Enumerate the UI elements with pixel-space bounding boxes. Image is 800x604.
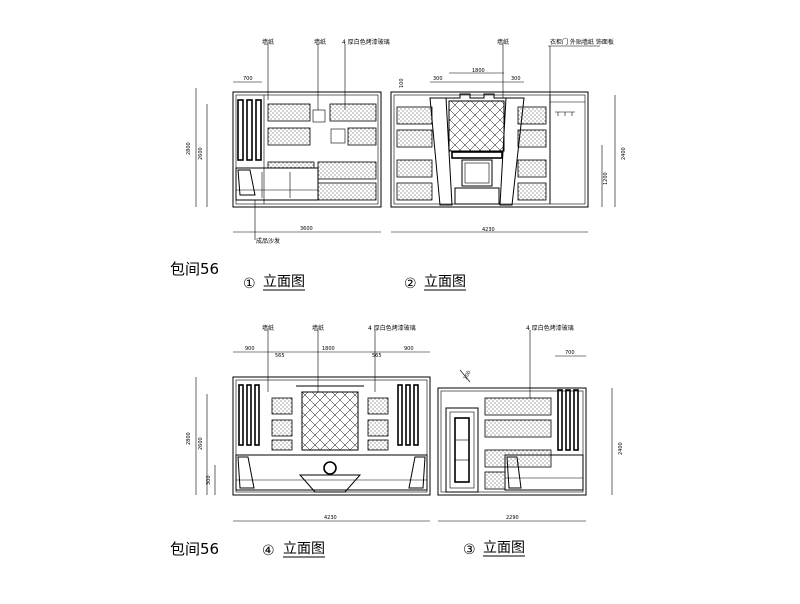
e2-dim-top-right: 300: [511, 76, 521, 82]
e1-dim-top: 700: [243, 76, 253, 82]
e2-outline: [390, 91, 589, 208]
e4-dim-bottom: 4230: [324, 515, 337, 521]
e1-note-a: 墙纸: [262, 38, 274, 46]
e1-frame-mid: [330, 128, 346, 144]
e4-stripes-right: [397, 384, 419, 446]
e4-dimensions: 900 565 1800 565 900 4230 2800 2600 300: [186, 346, 430, 522]
e2-leaders: 墙纸 衣柜门 外贴墙纸 饰面板: [497, 38, 614, 102]
e1-dim-top-small: 100: [399, 78, 405, 88]
e2-diamond-panel: [448, 100, 505, 152]
e4-dim-c: 1800: [322, 346, 335, 352]
e3-dim-top: 700: [565, 350, 575, 356]
e1-stripe-panel: [237, 95, 265, 204]
e4-dotted-panels: [271, 397, 389, 451]
e1-dotted-panels: [267, 103, 377, 201]
e2-wardrobe: [549, 95, 585, 204]
e3-dimensions: 700 2290 2400 100: [438, 350, 624, 522]
e3-dotted-panels: [484, 397, 552, 490]
e1-dim-height-outer: 2800: [186, 142, 192, 155]
elev-1-title: 立面图: [263, 274, 305, 290]
e2-note-wardrobe: 衣柜门 外贴墙纸 饰面板: [550, 38, 614, 46]
e3-sofa: [504, 454, 584, 491]
e4-dim-h-low: 300: [206, 475, 212, 485]
e3-leaders: 4 厚白色烤漆玻璃: [526, 324, 574, 398]
e1-dimensions: 700 3600 2800 2600: [186, 76, 381, 233]
e1-note-panel: 4 厚白色烤漆玻璃: [342, 38, 390, 46]
elev-3-num: ③: [463, 542, 476, 558]
e1-sofa: [235, 167, 319, 201]
e1-outline: [232, 91, 382, 208]
e2-dimensions: 300 1800 300 4230 2400 1200 100: [391, 68, 627, 233]
e2-column-right: [499, 97, 525, 206]
e4-dim-h-outer: 2800: [186, 432, 192, 445]
e4-sofa: [235, 454, 428, 491]
e1-frame-small: [312, 109, 326, 123]
e1-dim-bottom: 3600: [300, 226, 313, 232]
e4-outline: [232, 376, 431, 496]
e2-column-left: [429, 97, 453, 206]
e3-door: [445, 407, 479, 493]
elev-2-title: 立面图: [424, 274, 466, 290]
e4-note-panel: 4 厚白色烤漆玻璃: [368, 324, 416, 332]
elev-4-num: ④: [262, 543, 275, 559]
e4-leaders: 墙纸 墙纸 4 厚白色烤漆玻璃: [262, 324, 416, 392]
elev-2-num: ②: [404, 276, 417, 292]
e2-dotted-panels: [396, 106, 547, 201]
e2-dim-top-left: 300: [433, 76, 443, 82]
elevation-4: 900 565 1800 565 900 4230 2800 2600 300 …: [186, 324, 431, 522]
e3-outline: [437, 387, 587, 496]
e4-coffee-table: [298, 461, 362, 493]
room-label-top: 包间56: [170, 260, 219, 278]
e2-dim-right-inner: 1200: [603, 172, 609, 185]
elev-3-title: 立面图: [483, 540, 525, 556]
elevation-1: 700 3600 2800 2600 墙纸 墙纸 4 厚白色烤漆玻璃 成品沙发: [186, 38, 390, 245]
e3-note-panel: 4 厚白色烤漆玻璃: [526, 324, 574, 332]
e2-dim-right-outer: 2400: [621, 147, 627, 160]
e3-dim-right: 2400: [618, 442, 624, 455]
e2-note-material: 墙纸: [497, 38, 509, 46]
e4-note-a: 墙纸: [262, 324, 274, 332]
e1-note-b: 墙纸: [314, 38, 326, 46]
e2-dim-bottom: 4230: [482, 227, 495, 233]
elev-4-title: 立面图: [283, 541, 325, 557]
elevation-2: 300 1800 300 4230 2400 1200 100 墙纸 衣柜门 外…: [390, 38, 627, 233]
e4-note-b: 墙纸: [312, 324, 324, 332]
e4-dim-b: 565: [275, 353, 285, 359]
e4-dim-h-inner: 2600: [198, 437, 204, 450]
e1-leaders: 墙纸 墙纸 4 厚白色烤漆玻璃 成品沙发: [254, 38, 390, 245]
room-label-bottom: 包间56: [170, 540, 219, 558]
e4-stripes-left: [238, 384, 260, 446]
e1-note-sofa: 成品沙发: [256, 237, 280, 245]
e2-dim-top-mid: 1800: [472, 68, 485, 74]
e2-tv-unit: [451, 151, 503, 205]
e4-diamond-panel: [301, 391, 359, 451]
e4-dim-e: 900: [404, 346, 414, 352]
e3-dim-top-small: 100: [463, 370, 473, 381]
e4-dim-a: 900: [245, 346, 255, 352]
elev-1-num: ①: [243, 276, 256, 292]
e3-stripes: [557, 389, 579, 451]
elevation-3: 700 2290 2400 100 4 厚白色烤漆玻璃: [437, 324, 624, 522]
e3-dim-bottom: 2290: [506, 515, 519, 521]
e4-dim-d: 565: [372, 353, 382, 359]
e1-dim-height-inner: 2600: [198, 147, 204, 160]
